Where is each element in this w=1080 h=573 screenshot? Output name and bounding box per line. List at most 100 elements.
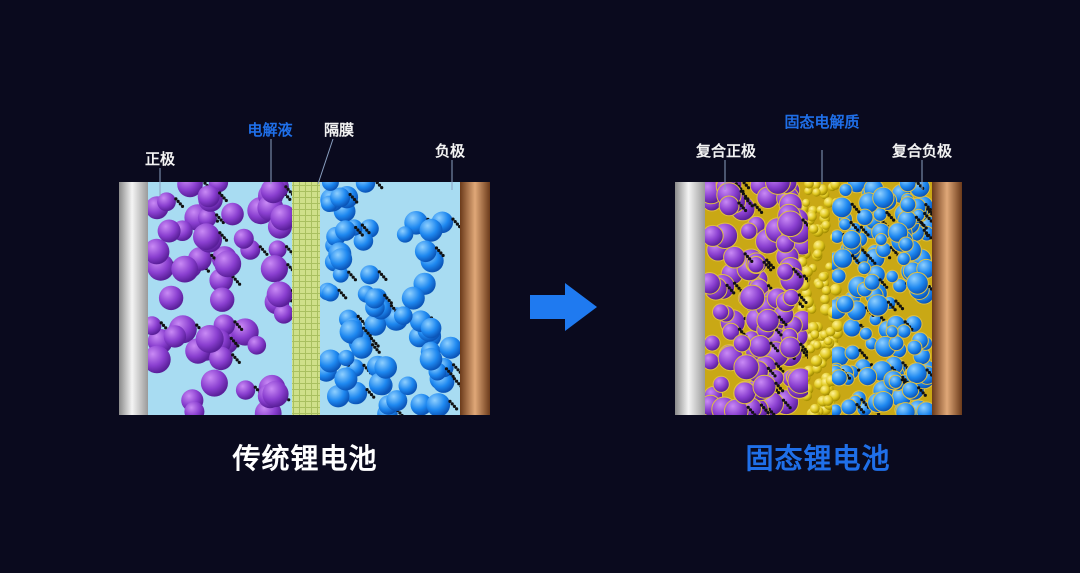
conductive-carbon-particle (894, 299, 898, 303)
anode-particle (916, 401, 932, 415)
conductive-carbon-particle (229, 336, 233, 340)
conductive-carbon-particle (777, 315, 781, 319)
anode-particle (899, 196, 917, 214)
conductive-carbon-particle (801, 218, 805, 222)
conductive-carbon-particle (366, 331, 370, 335)
conductive-carbon-particle (771, 266, 776, 270)
anode-particle (321, 182, 339, 191)
conductive-carbon-particle (221, 220, 225, 225)
conductive-carbon-particle (797, 293, 802, 297)
conductive-carbon-particle (452, 363, 456, 367)
conductive-carbon-particle (344, 296, 348, 300)
conductive-carbon-particle (748, 408, 753, 412)
conductive-carbon-particle (289, 250, 292, 254)
conductive-carbon-particle (745, 254, 750, 258)
conductive-carbon-particle (923, 211, 927, 216)
conductive-carbon-particle (377, 270, 381, 274)
conductive-carbon-particle (751, 410, 755, 414)
conductive-carbon-particle (741, 206, 746, 210)
conductive-carbon-particle (380, 186, 384, 190)
conductive-carbon-particle (372, 339, 376, 343)
conductive-carbon-particle (766, 366, 771, 370)
anode-particle (414, 240, 437, 263)
conductive-carbon-particle (868, 256, 873, 260)
electrolyte-particle (824, 337, 833, 346)
conductive-carbon-particle (925, 214, 929, 218)
cathode-particle (705, 224, 724, 247)
conductive-carbon-particle (916, 182, 920, 185)
conductive-carbon-particle (364, 329, 368, 333)
cathode-particle (273, 303, 292, 324)
cathode-current-collector (119, 182, 148, 415)
anode-particle (832, 268, 847, 284)
anode-particle (339, 319, 364, 344)
conductive-carbon-particle (851, 254, 855, 258)
conductive-carbon-particle (753, 203, 757, 207)
cathode-particle (705, 334, 721, 352)
cathode-particle (712, 303, 730, 321)
conductive-carbon-particle (455, 407, 459, 411)
conductive-carbon-particle (776, 349, 780, 353)
conductive-carbon-particle (453, 220, 457, 224)
anode-particle (330, 187, 351, 208)
conductive-carbon-particle (444, 367, 449, 371)
conductive-carbon-particle (804, 353, 808, 357)
conductive-carbon-particle (352, 197, 357, 202)
conductive-carbon-particle (900, 307, 905, 311)
conductive-carbon-particle (287, 247, 291, 251)
conductive-carbon-particle (762, 260, 766, 264)
conductive-carbon-particle (203, 182, 207, 185)
conductive-carbon-particle (224, 198, 228, 203)
conductive-carbon-particle (195, 323, 199, 327)
conductive-carbon-particle (451, 374, 455, 378)
conductive-carbon-particle (365, 228, 369, 232)
conductive-carbon-particle (215, 219, 219, 223)
conductive-carbon-particle (260, 247, 265, 251)
cathode-particle (200, 369, 228, 397)
conductive-carbon-particle (755, 205, 759, 209)
conductive-carbon-particle (769, 410, 774, 414)
electrolyte-particle (807, 211, 817, 222)
conductive-carbon-particle (764, 408, 768, 412)
conductive-carbon-particle (903, 320, 907, 324)
cathode-particle (260, 182, 286, 204)
conductive-carbon-particle (869, 363, 874, 367)
conductive-carbon-particle (371, 343, 375, 347)
label-cathode: 正极 (144, 150, 176, 168)
conductive-carbon-particle (800, 295, 804, 300)
cathode-particle (268, 240, 287, 259)
conductive-carbon-particle (374, 341, 378, 346)
electrolyte-particle (810, 330, 820, 339)
anode-particle (321, 284, 340, 302)
conductive-carbon-particle (180, 204, 185, 208)
electrolyte-particle (831, 320, 844, 332)
anode-particle (832, 369, 848, 387)
conductive-carbon-particle (452, 377, 456, 381)
conductive-carbon-particle (882, 283, 887, 287)
conductive-carbon-particle (777, 391, 781, 395)
conductive-carbon-particle (890, 366, 894, 370)
anode-particle (386, 390, 408, 412)
conductive-carbon-particle (288, 197, 292, 201)
composite-anode-particles (832, 182, 932, 415)
conductive-carbon-particle (901, 361, 905, 365)
electrolyte-particle (801, 288, 812, 299)
conductive-carbon-particle (929, 287, 932, 291)
traditional-battery (119, 138, 490, 415)
cathode-current-collector (675, 182, 705, 415)
conductive-carbon-particle (784, 401, 788, 405)
conductive-carbon-particle (862, 400, 866, 404)
anode-particle (841, 230, 862, 250)
conductive-carbon-particle (748, 257, 752, 261)
conductive-carbon-particle (742, 182, 746, 185)
anode-particle (320, 349, 342, 373)
conductive-carbon-particle (877, 412, 881, 415)
conductive-carbon-particle (894, 250, 898, 255)
anode-particle (351, 337, 373, 359)
conductive-carbon-particle (732, 291, 736, 295)
conductive-carbon-particle (765, 258, 769, 262)
solid-electrolyte-particles (797, 182, 844, 415)
conductive-carbon-particle (919, 388, 923, 392)
conductive-carbon-particle (348, 192, 352, 197)
